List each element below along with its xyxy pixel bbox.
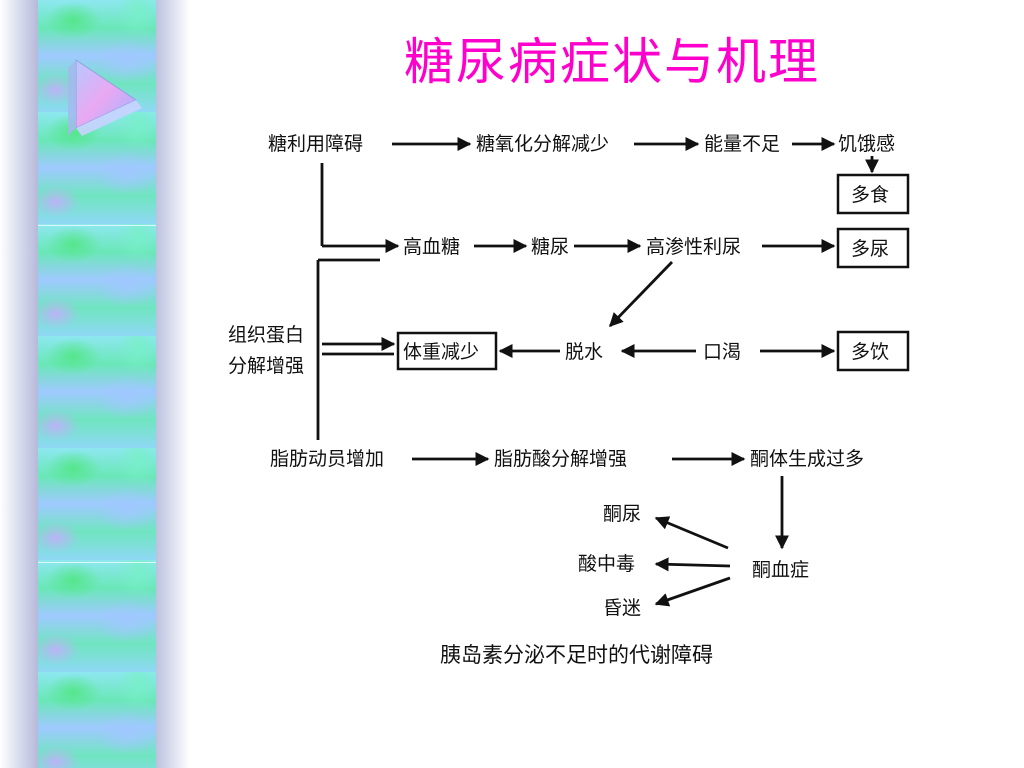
node-glucosuria: 糖尿 xyxy=(531,236,569,258)
node-protein-breakdown-line1: 组织蛋白 xyxy=(228,324,304,346)
arrow xyxy=(654,576,731,607)
strip-divider xyxy=(38,225,156,226)
box-polydipsia xyxy=(836,330,910,372)
box-polyphagia xyxy=(836,173,910,215)
node-fat-mobilization: 脂肪动员增加 xyxy=(270,448,384,470)
node-sugar-oxidation: 糖氧化分解减少 xyxy=(476,133,609,155)
slide-title: 糖尿病症状与机理 xyxy=(404,33,820,91)
node-polydipsia: 多饮 xyxy=(851,341,889,363)
arrow xyxy=(654,516,729,550)
node-fatty-acid: 脂肪酸分解增强 xyxy=(494,448,627,470)
node-polyphagia: 多食 xyxy=(851,184,889,206)
node-ketone-excess: 酮体生成过多 xyxy=(750,448,864,470)
box-polyuria xyxy=(836,227,910,269)
node-protein-breakdown-line2: 分解增强 xyxy=(228,355,304,377)
arrow xyxy=(654,557,731,572)
node-hunger: 饥饿感 xyxy=(838,133,895,155)
node-ketonemia: 酮血症 xyxy=(752,559,809,581)
box-weight-loss xyxy=(396,331,498,371)
triangle-logo-icon xyxy=(68,59,142,136)
node-weight-loss: 体重减少 xyxy=(403,341,479,363)
node-thirst: 口渴 xyxy=(703,341,741,363)
node-sugar-use: 糖利用障碍 xyxy=(268,133,363,155)
node-coma: 昏迷 xyxy=(603,597,641,619)
node-energy-low: 能量不足 xyxy=(704,133,780,155)
diagram-caption: 胰岛素分泌不足时的代谢障碍 xyxy=(440,643,713,667)
node-polyuria: 多尿 xyxy=(851,238,889,260)
node-acidosis: 酸中毒 xyxy=(578,553,635,575)
node-hyperglycemia: 高血糖 xyxy=(403,236,460,258)
strip-divider xyxy=(38,562,156,563)
node-dehydration: 脱水 xyxy=(565,341,603,363)
arrow xyxy=(608,261,674,328)
node-ketonuria: 酮尿 xyxy=(603,503,641,525)
node-osmotic-diuresis: 高渗性利尿 xyxy=(646,236,741,258)
